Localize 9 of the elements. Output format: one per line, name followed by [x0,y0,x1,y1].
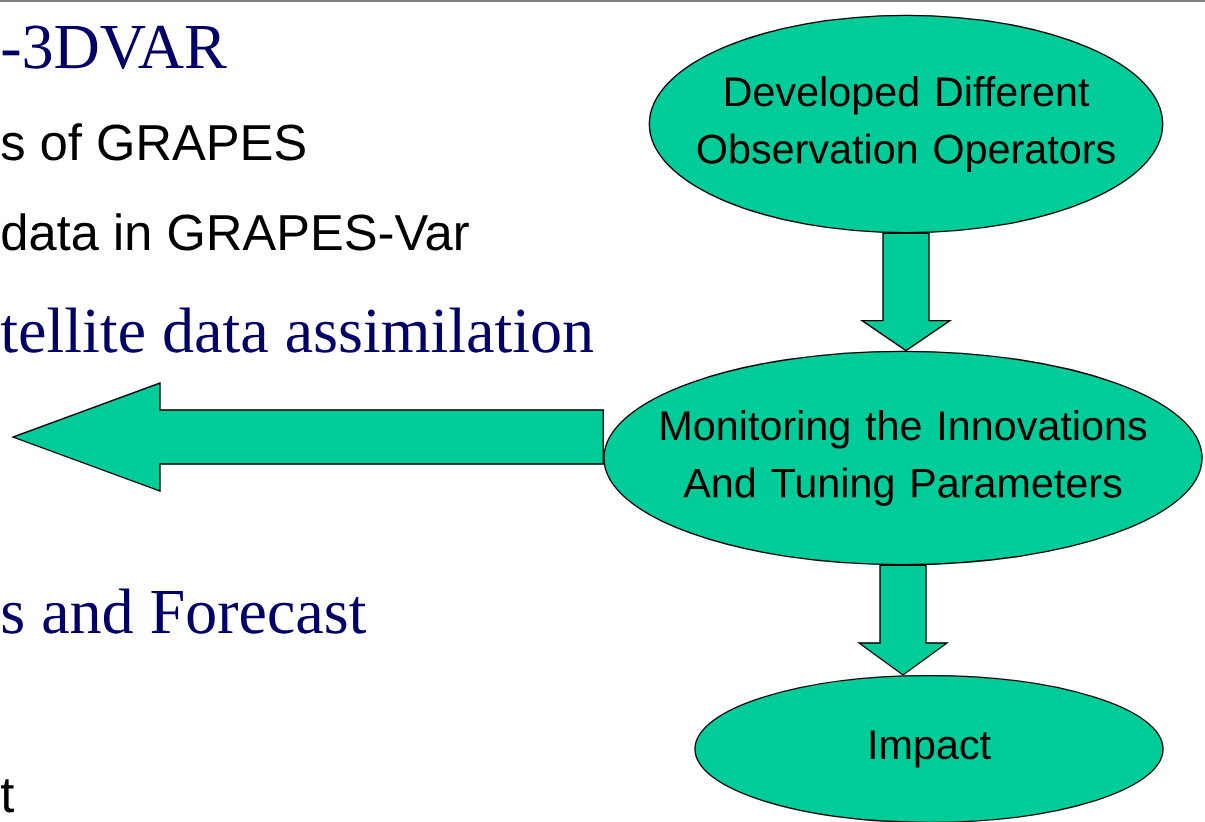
block-arrow [11,382,604,492]
block-arrow [856,564,950,676]
bullet-text: data in GRAPES-Var [2,213,469,251]
heading-text: -3DVAR [2,25,227,69]
heading-text: tellite data assimilation [0,307,594,353]
block-arrow [859,232,953,352]
bullet-text: t [1,779,14,813]
bullet-text: s of GRAPES [1,123,305,161]
heading-text: s and Forecast [2,588,367,634]
